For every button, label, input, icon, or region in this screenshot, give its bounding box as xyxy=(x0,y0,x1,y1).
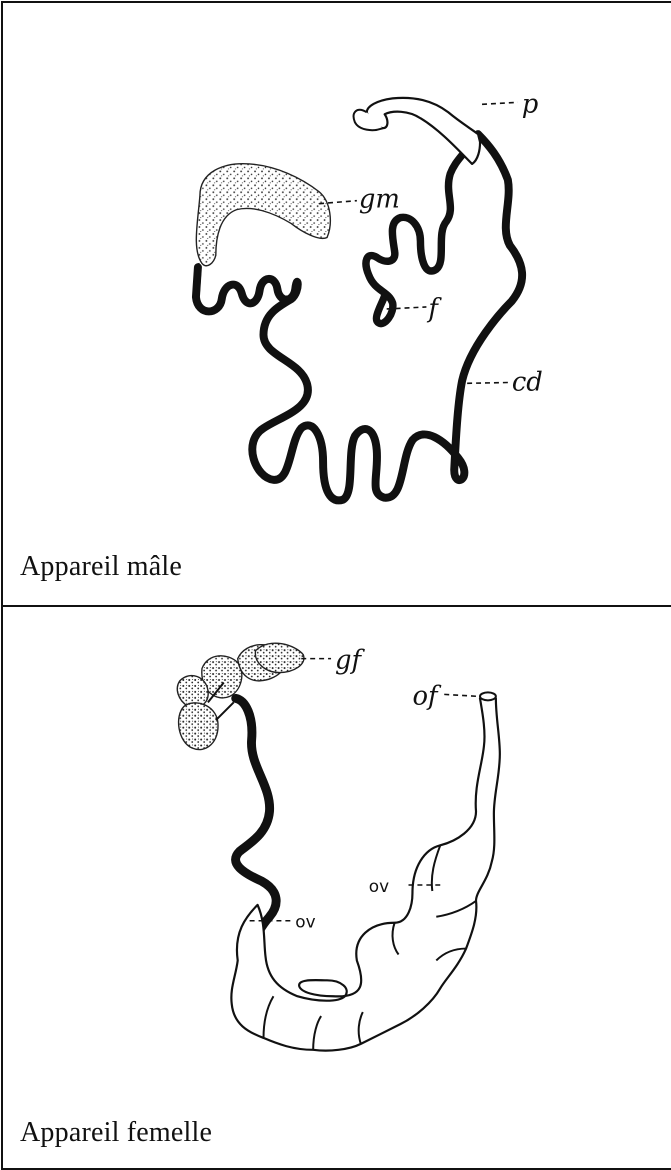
female-apparatus-drawing: gf of ov ov xyxy=(3,607,671,1168)
leader-p xyxy=(482,102,518,104)
label-gm: gm xyxy=(359,185,400,215)
male-penis-shape xyxy=(367,98,480,164)
female-panel-caption: Appareil femelle xyxy=(20,1117,212,1149)
label-ov-upper: ov xyxy=(369,876,389,896)
leader-of xyxy=(444,694,478,696)
label-gf: gf xyxy=(335,646,366,676)
male-panel-caption: Appareil mâle xyxy=(20,551,182,583)
female-opening-tip xyxy=(480,692,496,700)
male-duct-start xyxy=(198,263,200,301)
female-apparatus-panel: gf of ov ov Appareil femelle xyxy=(1,605,671,1170)
label-f: f xyxy=(426,294,442,324)
label-p: p xyxy=(522,89,539,119)
male-gonad-shape xyxy=(196,164,330,266)
male-apparatus-drawing: p gm f cd xyxy=(3,3,671,605)
female-uterus-shape xyxy=(231,695,499,1050)
leader-cd xyxy=(458,382,510,383)
male-apparatus-panel: p gm f cd Appareil mâle xyxy=(1,1,671,607)
label-of: of xyxy=(412,681,442,711)
label-ov-lower: ov xyxy=(295,912,315,932)
label-cd: cd xyxy=(512,367,543,397)
